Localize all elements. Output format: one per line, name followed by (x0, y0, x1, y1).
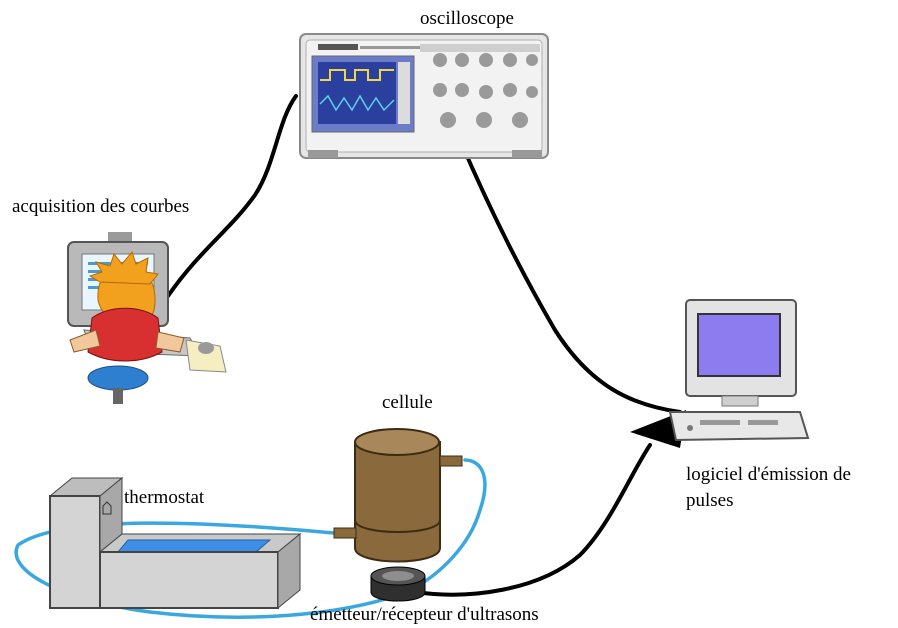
label-oscilloscope: oscilloscope (420, 8, 514, 29)
desktop-pc (668, 299, 810, 442)
label-logiciel-line2: pulses (686, 490, 734, 511)
acquisition-computer-user (67, 232, 227, 404)
label-acquisition: acquisition des courbes (12, 196, 190, 217)
label-emetteur-recepteur: émetteur/récepteur d'ultrasons (310, 604, 539, 625)
oscilloscope-device (299, 33, 549, 159)
cable-transducer-to-pc (413, 443, 652, 597)
cable-computer-to-oscilloscope (166, 94, 298, 298)
ultrasound-transducer (370, 566, 426, 602)
cable-oscilloscope-to-pc (458, 138, 682, 414)
cellule-cylinder (333, 428, 463, 563)
thermostat-device (48, 476, 302, 610)
label-thermostat: thermostat (124, 487, 205, 508)
pc-monitor-screen (697, 313, 781, 377)
label-cellule: cellule (382, 392, 433, 413)
label-logiciel-line1: logiciel d'émission de (686, 464, 851, 485)
